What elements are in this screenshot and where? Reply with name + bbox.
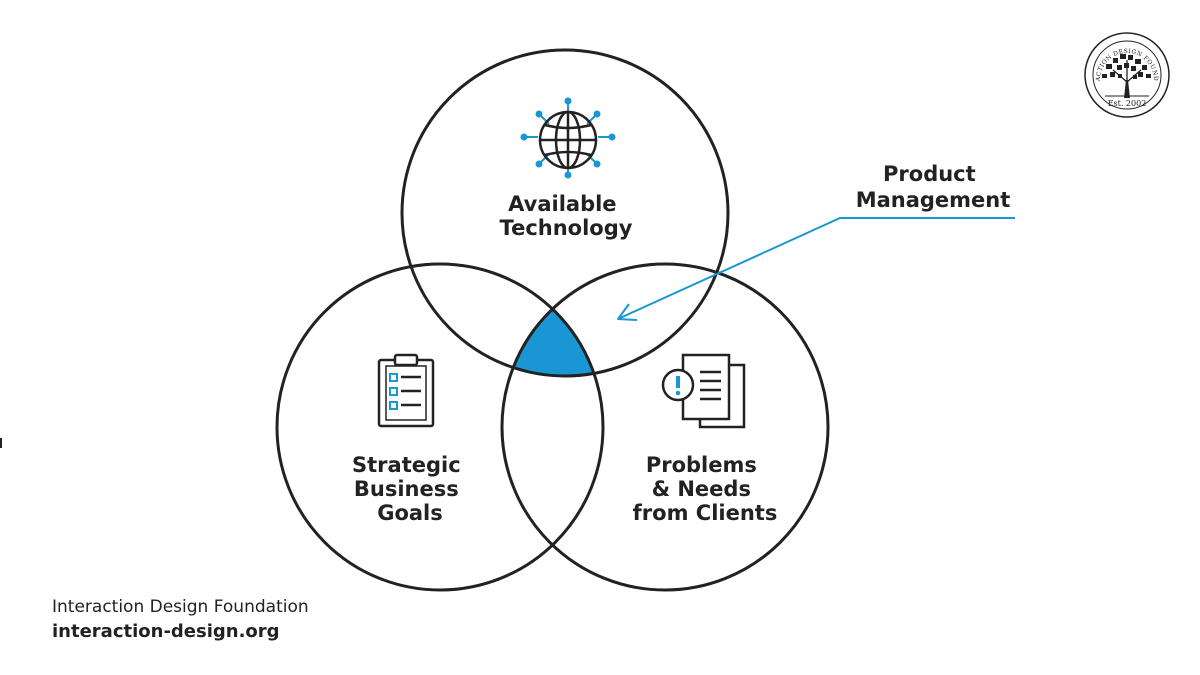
- footer-org-name: Interaction Design Foundation: [52, 597, 309, 617]
- intersection-highlight: [502, 264, 603, 376]
- idf-emblem: INTERACTION DESIGN FOUNDATION: [0, 0, 1170, 118]
- tree-icon: [1102, 54, 1151, 98]
- circle-strategic-business-goals: [275, 262, 605, 592]
- edge-tick: [0, 438, 2, 448]
- callout-product-management: Product Management: [617, 162, 1015, 321]
- callout-label: Product Management: [856, 162, 1011, 212]
- label-strategic-business-goals: Strategic Business Goals: [352, 453, 468, 525]
- callout-arrow-line: [619, 217, 1015, 319]
- footer-url: interaction-design.org: [52, 621, 280, 642]
- label-available-technology: Available Technology: [500, 192, 633, 240]
- emblem-est: Est. 2002: [1108, 99, 1147, 108]
- circle-available-technology: [400, 48, 730, 378]
- callout-arrowhead: [617, 303, 638, 321]
- clipboard-checklist-icon: [377, 353, 435, 428]
- footer: Interaction Design Foundation interactio…: [52, 595, 309, 645]
- label-problems-needs: Problems & Needs from Clients: [633, 453, 778, 525]
- circle-problems-needs: [500, 262, 830, 592]
- globe-network-icon: [520, 97, 616, 179]
- emblem-arc-text: INTERACTION DESIGN FOUNDATION: [0, 0, 1159, 82]
- documents-alert-icon: [661, 353, 746, 429]
